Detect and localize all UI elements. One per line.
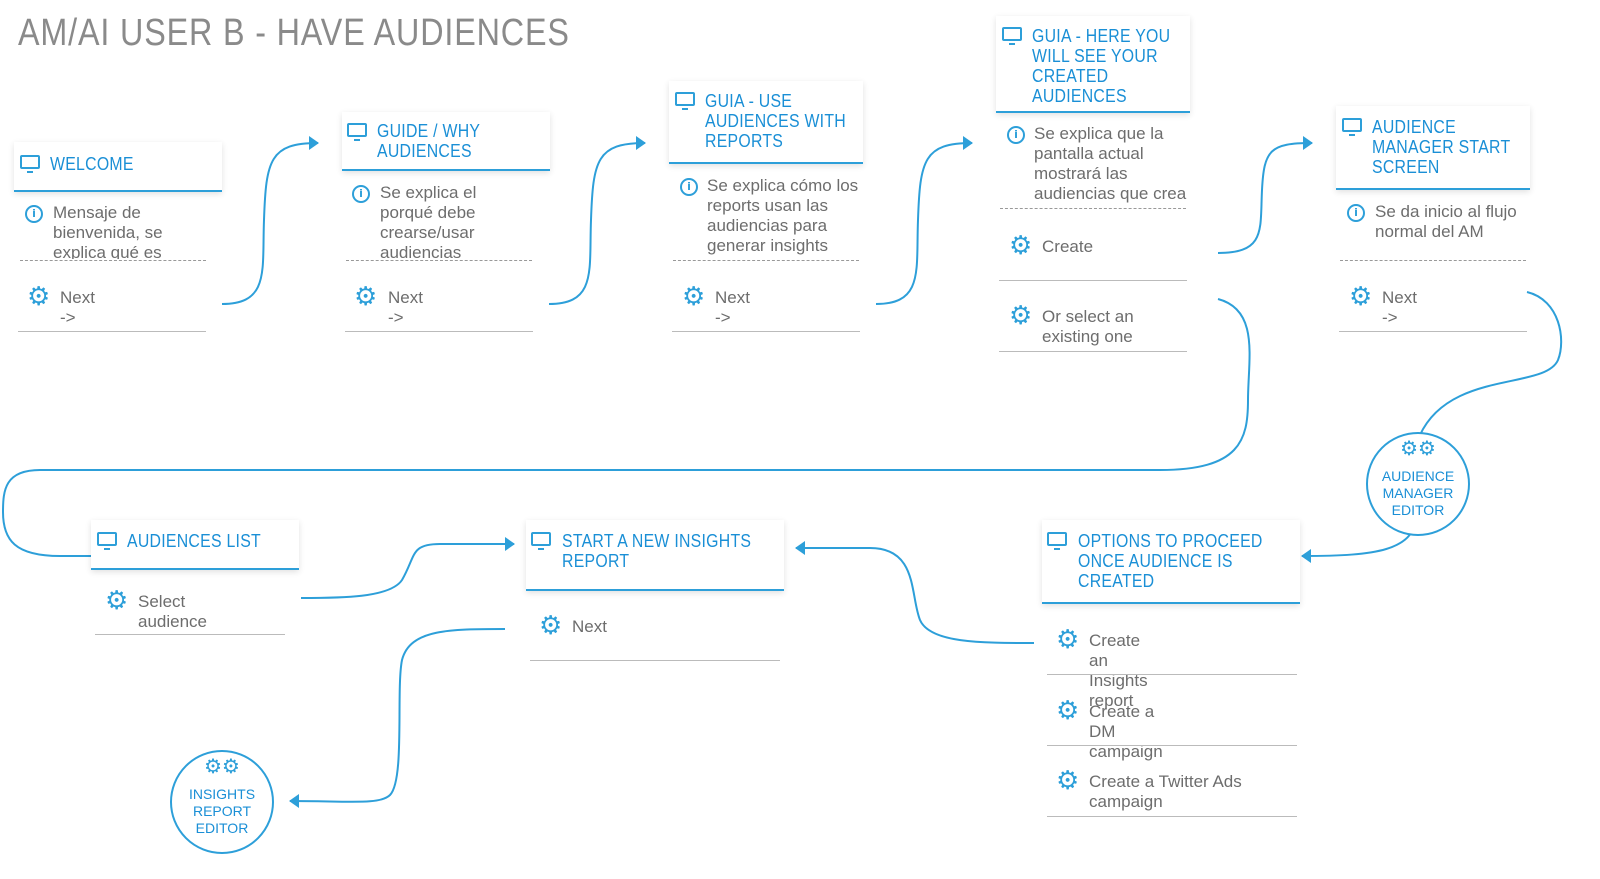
gear-icon: ⚙ [27, 282, 51, 312]
connector-insights-editor [289, 628, 506, 809]
monitor-icon [347, 123, 367, 141]
node-header [669, 81, 863, 164]
divider [1000, 208, 1186, 209]
action-create-insights[interactable]: Create an Insights report [1089, 631, 1148, 710]
gear-icon: ⚙ [1056, 625, 1080, 655]
action-next[interactable]: Next [572, 617, 607, 636]
action-create-dm[interactable]: Create a DM campaign [1089, 702, 1163, 761]
gear-icon: ⚙⚙ [1400, 436, 1436, 460]
divider [530, 660, 780, 661]
monitor-icon [675, 92, 695, 110]
node-header [996, 16, 1190, 113]
node-title: AUDIENCES LIST [127, 531, 261, 551]
divider [95, 634, 285, 635]
divider [1340, 260, 1526, 261]
monitor-icon [1047, 532, 1067, 550]
monitor-icon [97, 532, 117, 550]
connector-select-list [1, 298, 1251, 557]
node-header [91, 520, 299, 570]
divider [1339, 331, 1527, 332]
node-header [1042, 520, 1300, 604]
info-icon: i [352, 185, 370, 203]
node-title: GUIDE / WHY AUDIENCES [377, 121, 480, 161]
action-select-existing[interactable]: Or select an existing one [1042, 307, 1134, 346]
action-select-audience[interactable]: Select audience [138, 592, 208, 631]
node-title: WELCOME [50, 154, 134, 174]
circle-label: INSIGHTS REPORT EDITOR [188, 786, 256, 836]
monitor-icon [531, 532, 551, 550]
gear-icon: ⚙ [354, 282, 378, 312]
info-icon: i [1347, 204, 1365, 222]
monitor-icon [20, 155, 40, 173]
connector-welcome-guide [221, 136, 319, 305]
connector-amstart-editor [1419, 291, 1563, 436]
info-icon: i [680, 178, 698, 196]
info-text: Se explica cómo los reports usan las aud… [707, 176, 859, 255]
divider [999, 280, 1187, 281]
info-icon: i [25, 205, 43, 223]
gear-icon: ⚙ [1056, 766, 1080, 796]
info-text: Se explica el porqué debe crearse/usar a… [380, 183, 477, 259]
gear-icon: ⚙ [682, 282, 706, 312]
gear-icon: ⚙ [1056, 696, 1080, 726]
gear-icon: ⚙ [1009, 301, 1033, 331]
insights-editor-circle[interactable]: ⚙⚙ INSIGHTS REPORT EDITOR [170, 750, 274, 854]
node-header [14, 142, 222, 192]
gear-icon: ⚙ [105, 586, 129, 616]
divider [346, 260, 532, 261]
diagram-title: AM/AI USER B - HAVE AUDIENCES [18, 12, 570, 54]
divider [673, 260, 859, 261]
circle-label: AUDIENCE MANAGER EDITOR [1381, 468, 1455, 518]
action-next[interactable]: Next -> [388, 288, 423, 327]
monitor-icon [1002, 27, 1022, 45]
node-title: START A NEW INSIGHTS REPORT [562, 531, 752, 571]
gear-icon: ⚙⚙ [204, 754, 240, 778]
action-create-twitter[interactable]: Create a Twitter Ads campaign [1089, 772, 1242, 811]
info-text: Se explica que la pantalla actual mostra… [1034, 124, 1187, 203]
divider [1047, 674, 1297, 675]
node-title: GUIA - HERE YOU WILL SEE YOUR CREATED AU… [1032, 26, 1171, 106]
action-next[interactable]: Next -> [715, 288, 750, 327]
action-next[interactable]: Next -> [1382, 288, 1417, 327]
node-header [342, 112, 550, 171]
connector-reports-created [875, 136, 973, 305]
connector-create-amstart [1217, 136, 1313, 254]
info-text: Mensaje de bienvenida, se explica qué es [53, 203, 163, 259]
node-title: AUDIENCE MANAGER START SCREEN [1372, 117, 1511, 177]
divider [672, 331, 860, 332]
divider [1047, 745, 1297, 746]
info-icon: i [1007, 126, 1025, 144]
gear-icon: ⚙ [1009, 231, 1033, 261]
divider [18, 331, 206, 332]
connector-list-insights [300, 537, 515, 599]
node-header [1336, 106, 1530, 190]
node-title: GUIA - USE AUDIENCES WITH REPORTS [705, 91, 846, 151]
monitor-icon [1342, 118, 1362, 136]
connector-guide-reports [548, 136, 646, 305]
gear-icon: ⚙ [539, 611, 563, 641]
am-editor-circle[interactable]: ⚙⚙ AUDIENCE MANAGER EDITOR [1366, 432, 1470, 536]
node-header [526, 520, 784, 591]
node-title: OPTIONS TO PROCEED ONCE AUDIENCE IS CREA… [1078, 531, 1263, 591]
gear-icon: ⚙ [1349, 282, 1373, 312]
divider [20, 260, 206, 261]
divider [345, 331, 533, 332]
divider [999, 351, 1187, 352]
info-text: Se da inicio al flujo normal del AM [1375, 202, 1517, 241]
connector-options-insights [795, 541, 1035, 644]
action-create[interactable]: Create [1042, 237, 1094, 256]
divider [1047, 816, 1297, 817]
action-next[interactable]: Next -> [60, 288, 95, 327]
